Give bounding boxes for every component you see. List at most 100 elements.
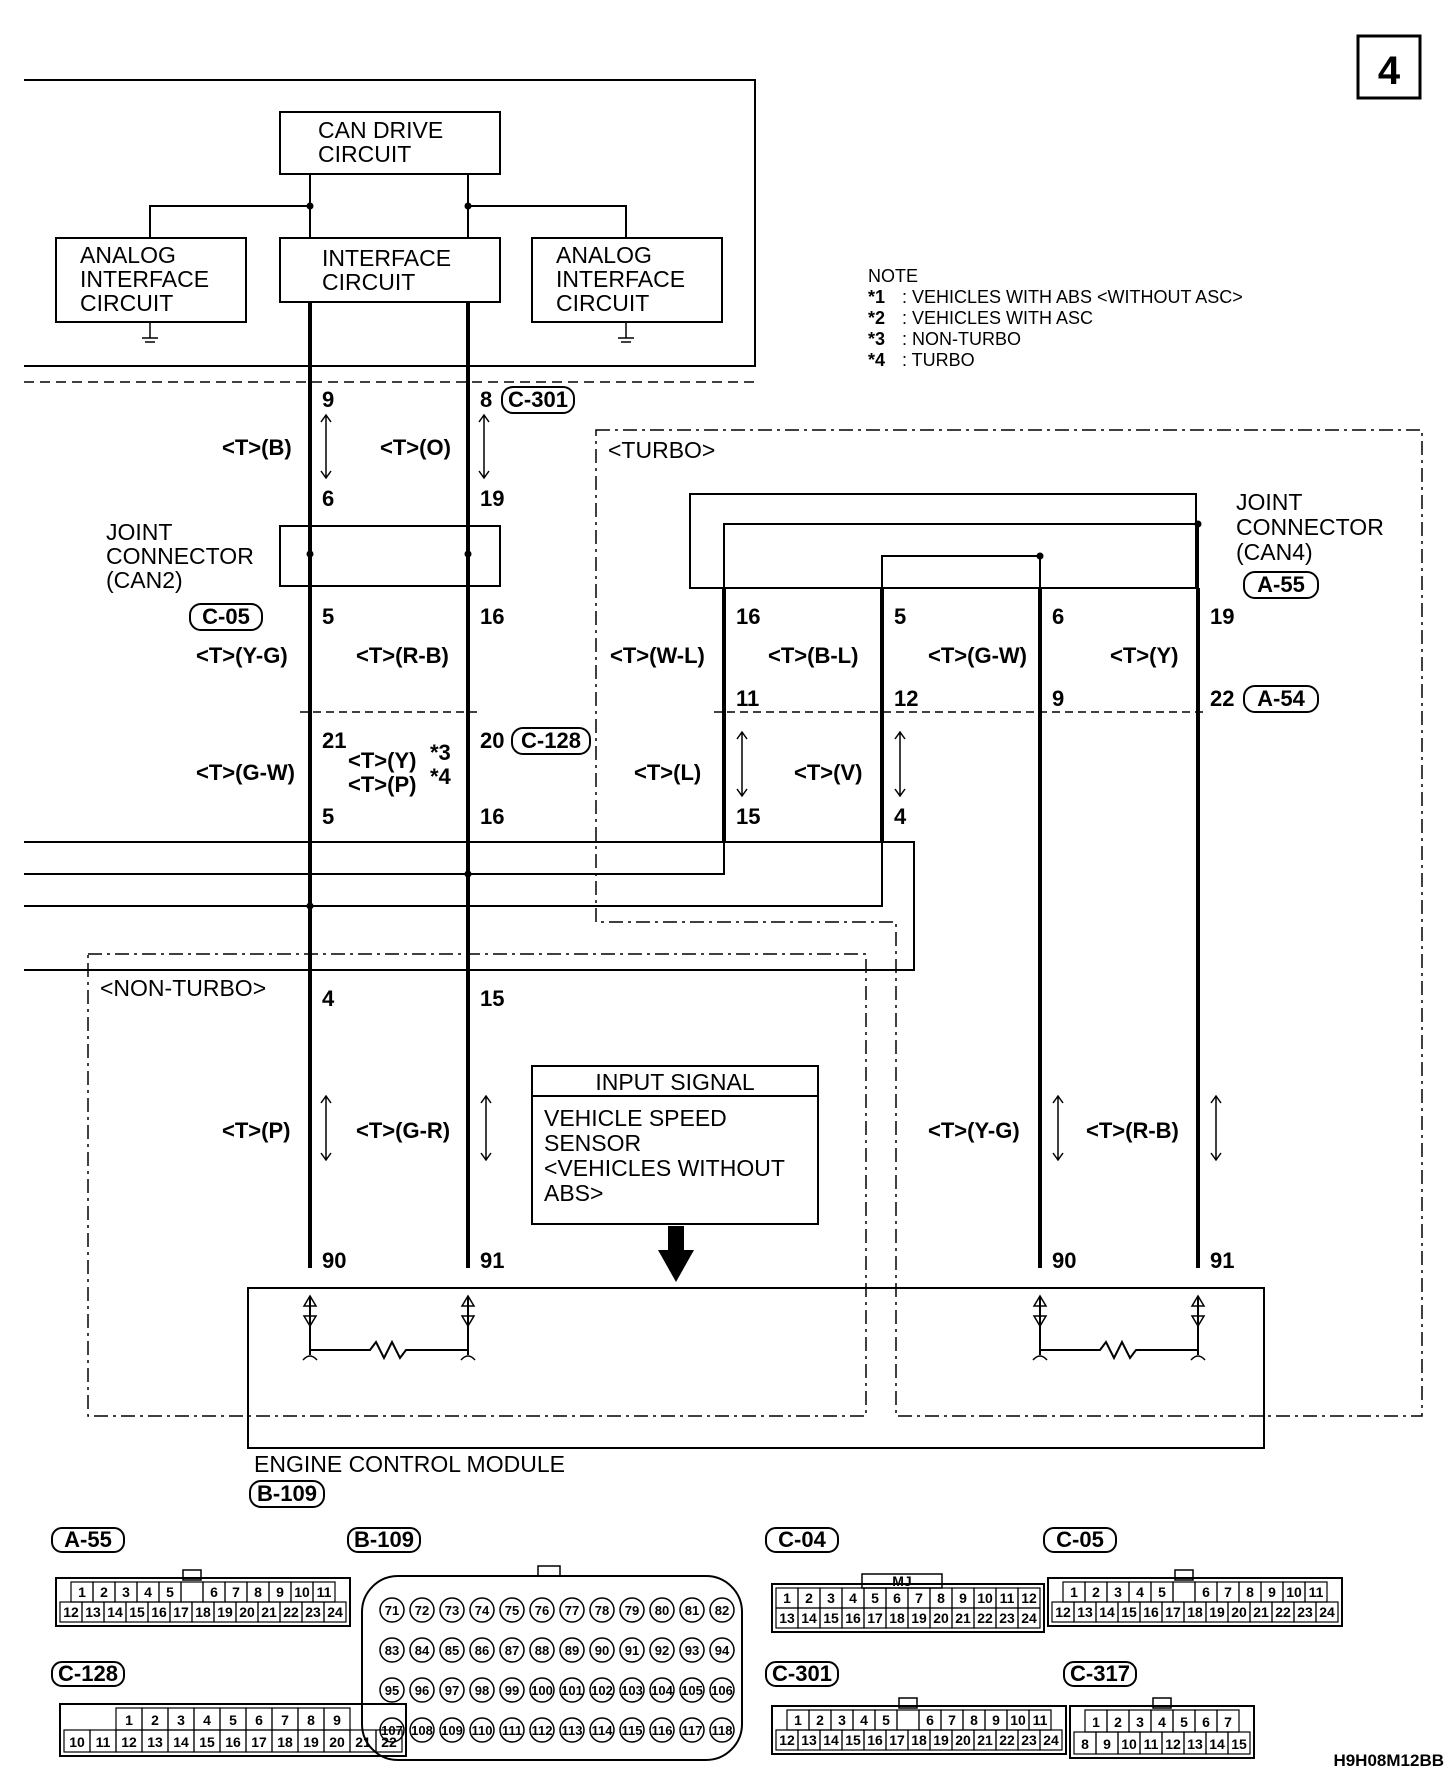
connector-pin-number: 20 (239, 1604, 255, 1620)
connector-pin-number: 86 (475, 1643, 489, 1658)
can-drive-label-1: CAN DRIVE (318, 117, 443, 143)
input-signal-box (531, 1065, 819, 1225)
connector-tag-c301: C-301 (508, 387, 568, 412)
connector-pin-number: 20 (933, 1610, 949, 1626)
connector-pin-number: 96 (415, 1683, 429, 1698)
connector-pin-number: 106 (711, 1683, 733, 1698)
note-text-4: : TURBO (902, 350, 975, 370)
bidirectional-arrow-icon (478, 413, 490, 480)
connector-pin-socket (409, 1637, 435, 1663)
connector-pin-number: 16 (225, 1734, 241, 1750)
connector-pin-number: 75 (505, 1603, 519, 1618)
bidirectional-arrow-icon (320, 1094, 332, 1162)
connector-pin-number: 2 (1092, 1584, 1100, 1600)
connector-pin-number: 15 (199, 1734, 215, 1750)
connector-pin-number: 73 (445, 1603, 459, 1618)
connector-pin-number: 8 (1081, 1736, 1089, 1752)
connector-pin-number: 22 (283, 1604, 299, 1620)
connector-pin-number: 112 (532, 1723, 553, 1738)
connector-pin-number: 6 (1202, 1714, 1210, 1730)
figure-code: H9H08M12BB (1333, 1751, 1444, 1770)
pin-t16: 16 (736, 604, 760, 629)
connector-pin-number: 23 (305, 1604, 321, 1620)
connector-pin-number: 105 (681, 1683, 703, 1698)
pin-20: 20 (480, 728, 504, 753)
analog-right-label-2: INTERFACE (556, 266, 685, 292)
connector-pin-socket (649, 1717, 675, 1743)
connector-pin-number: 11 (1309, 1584, 1324, 1600)
connector-pin-number: 20 (329, 1734, 345, 1750)
connector-pin-number: 15 (129, 1604, 145, 1620)
connector-pin-number: 4 (1158, 1714, 1166, 1730)
junction-dot (306, 550, 314, 558)
connector-pin-number: 17 (173, 1604, 189, 1620)
connector-pin-number: 4 (144, 1584, 152, 1600)
connector-pin-number: 8 (970, 1712, 978, 1728)
connector-pin-number: 97 (445, 1683, 459, 1698)
connector-cell (896, 1709, 920, 1731)
connector-pin-number: 8 (937, 1590, 945, 1606)
connector-tag-b109: B-109 (257, 1481, 317, 1506)
connector-cell (323, 1601, 347, 1623)
connector-pin-number: 89 (565, 1643, 579, 1658)
joint-connector-can2-box (279, 525, 501, 587)
connector-pin-number: 3 (827, 1590, 835, 1606)
connector-tag-c05: C-05 (202, 604, 250, 629)
connector-pin-socket (469, 1717, 495, 1743)
connector-pin-number: 17 (889, 1732, 905, 1748)
connector-tag-frame (765, 1527, 839, 1553)
connector-view-c128-tag: C-128 (58, 1661, 118, 1686)
junction-dot (464, 870, 472, 878)
connector-pin-number: 14 (107, 1604, 123, 1620)
connector-pin-number: 16 (1143, 1604, 1159, 1620)
connector-pin-socket (529, 1717, 555, 1743)
junction-dot (1036, 552, 1044, 560)
note-key-1: *1 (868, 287, 885, 307)
connector-pin-number: 20 (955, 1732, 971, 1748)
connector-pin-number: 13 (779, 1610, 795, 1626)
connector-pin-number: 21 (1253, 1604, 1269, 1620)
connector-pin-socket (709, 1637, 735, 1663)
connector-cell (1039, 1729, 1063, 1751)
connector-pin-number: 24 (1319, 1604, 1335, 1620)
terminal-icon (302, 1294, 318, 1328)
connector-pin-number: 21 (355, 1734, 371, 1750)
connector-pin-number: 19 (303, 1734, 319, 1750)
connector-tag-frame (1063, 1661, 1137, 1687)
pin-16: 16 (480, 604, 504, 629)
note-text-3: : NON-TURBO (902, 329, 1021, 349)
engine-control-module-box (247, 1287, 1265, 1449)
page-number: 4 (1378, 49, 1401, 93)
pin-90: 90 (322, 1248, 346, 1273)
connector-pin-number: 18 (911, 1732, 927, 1748)
pin-21: 21 (322, 728, 346, 753)
connector-pin-number: 11 (96, 1734, 111, 1750)
pin-4: 4 (322, 986, 335, 1011)
connector-pin-number: 2 (1114, 1714, 1122, 1730)
can-drive-label-2: CIRCUIT (318, 141, 411, 167)
connector-pin-number: 13 (801, 1732, 817, 1748)
ecm-label: ENGINE CONTROL MODULE (254, 1451, 565, 1477)
connector-pin-number: 84 (415, 1643, 430, 1658)
connector-pin-number: 10 (1121, 1736, 1137, 1752)
nonturbo-label: <NON-TURBO> (100, 975, 266, 1001)
connector-pin-number: 7 (1224, 1714, 1232, 1730)
connector-latch (861, 1573, 943, 1589)
wire-color-p: <T>(P) (222, 1118, 290, 1143)
connector-pin-number: 82 (715, 1603, 729, 1618)
connector-pin-socket (649, 1677, 675, 1703)
connector-housing (59, 1703, 407, 1757)
bidirectional-arrow-icon (1052, 1094, 1064, 1162)
connector-housing (1069, 1705, 1255, 1759)
junction-dot (464, 550, 472, 558)
connector-pin-number: 7 (232, 1584, 240, 1600)
pin-t4: 4 (894, 804, 907, 829)
connector-pin-number: 6 (893, 1590, 901, 1606)
connector-pin-number: 1 (794, 1712, 802, 1728)
connector-housing (55, 1577, 351, 1627)
connector-pin-number: 6 (255, 1712, 263, 1728)
connector-pin-number: 8 (254, 1584, 262, 1600)
